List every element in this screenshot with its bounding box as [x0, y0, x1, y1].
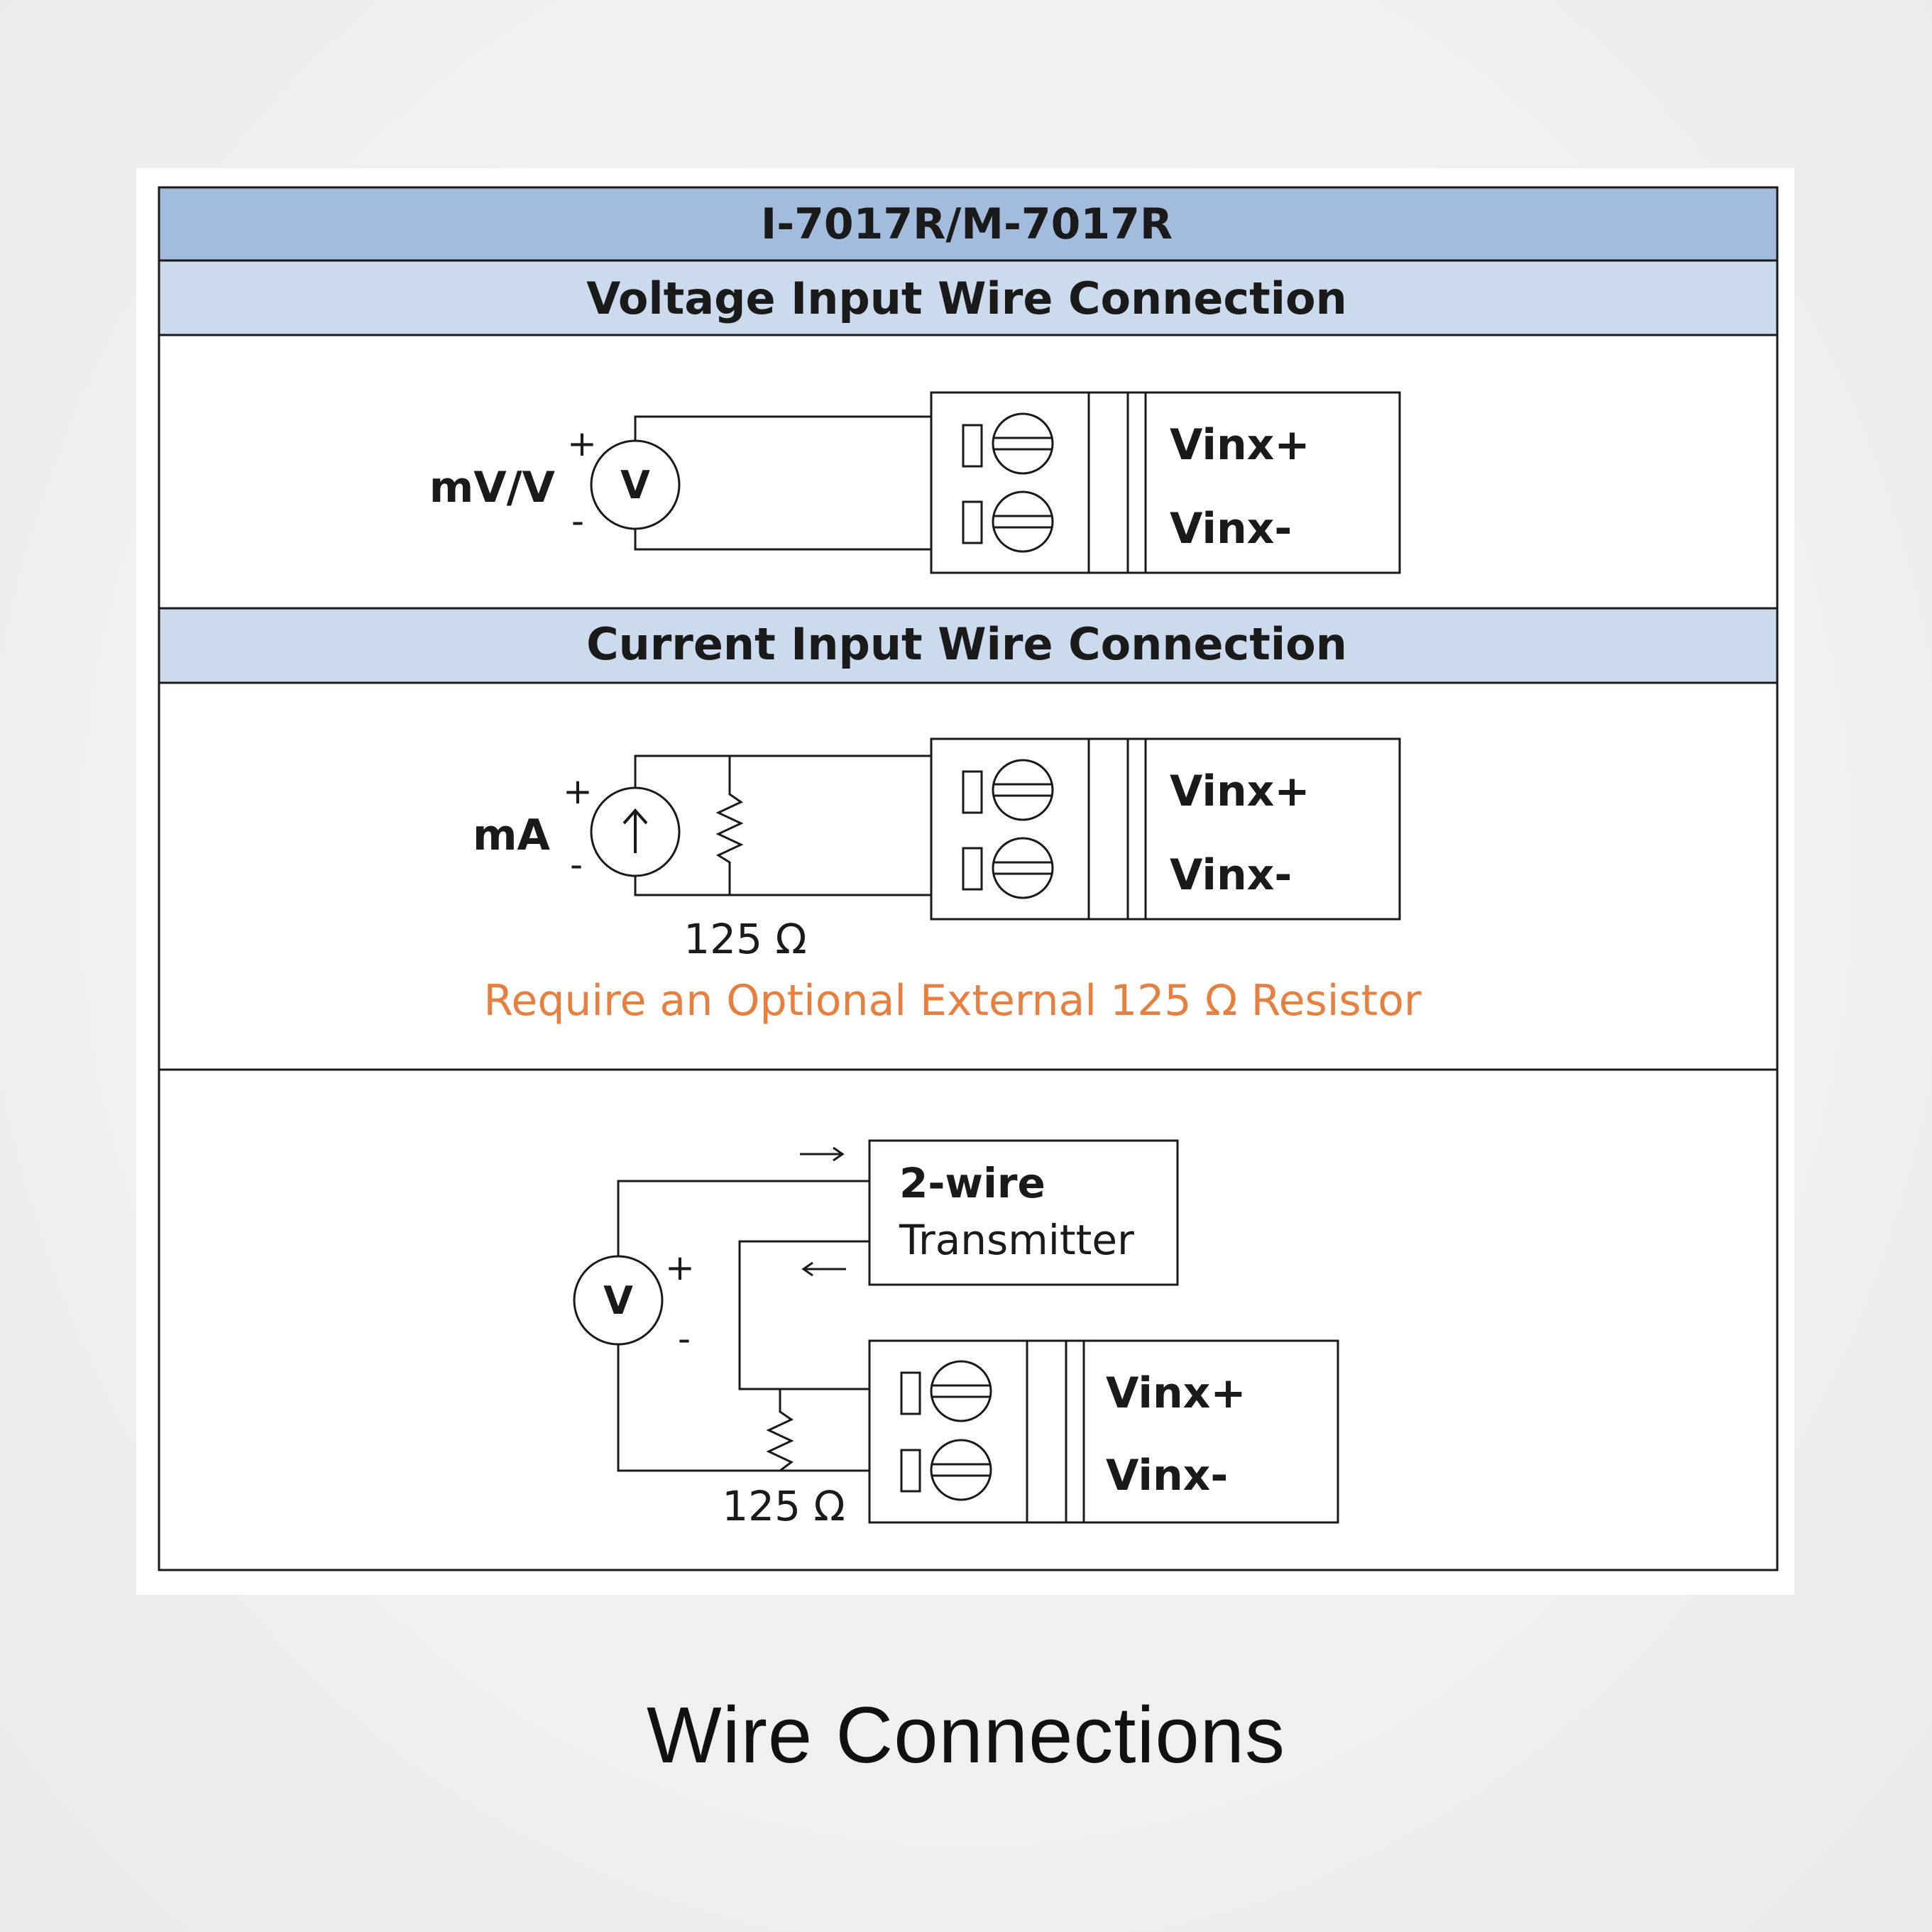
- terminal-slot-icon: [900, 1449, 921, 1493]
- arrow-right-icon: [800, 1146, 845, 1162]
- transmitter-voltmeter-symbol: V: [603, 1278, 633, 1323]
- voltage-circuit: V + - mV/V Vinx+ Vinx-: [429, 391, 1401, 574]
- screw-icon: [930, 1439, 992, 1501]
- current-resistor-label: 125 Ω: [684, 915, 806, 963]
- arrow-left-icon: [801, 1261, 846, 1277]
- terminal-slot-icon: [962, 847, 983, 891]
- transmitter-plus-sign: +: [665, 1247, 695, 1288]
- screw-icon: [992, 837, 1054, 899]
- resistor-note: Require an Optional External 125 Ω Resis…: [483, 976, 1422, 1026]
- current-terminal-block: Vinx+ Vinx-: [930, 737, 1401, 921]
- wire-connection-diagram: I-7017R/M-7017R Voltage Input Wire Conne…: [158, 186, 1779, 1571]
- transmitter-label-line2: Transmitter: [899, 1216, 1134, 1264]
- screw-icon: [930, 1360, 992, 1422]
- voltmeter-symbol: V: [620, 463, 650, 507]
- terminal-vinx-minus: Vinx-: [1170, 850, 1292, 900]
- voltmeter-icon: [573, 1255, 664, 1346]
- table-grid: [158, 186, 1779, 1571]
- title-band: [159, 187, 1777, 260]
- terminal-vinx-plus: Vinx+: [1170, 420, 1310, 470]
- terminal-vinx-plus: Vinx+: [1106, 1368, 1246, 1418]
- transmitter-circuit: V + - 2-wire Transmitter 125 Ω Vinx+ V: [573, 1139, 1339, 1530]
- voltmeter-icon: [590, 439, 681, 530]
- transmitter-terminal-block: Vinx+ Vinx-: [868, 1339, 1339, 1524]
- resistor-icon: [715, 756, 744, 895]
- resistor-icon: [766, 1389, 794, 1472]
- current-minus-sign: -: [570, 844, 583, 885]
- screw-icon: [992, 412, 1054, 475]
- transmitter-label-line1: 2-wire: [899, 1159, 1045, 1207]
- transmitter-wires: [617, 1180, 869, 1472]
- terminal-slot-icon: [900, 1371, 921, 1415]
- terminal-vinx-minus: Vinx-: [1170, 504, 1292, 554]
- voltage-source-label: mV/V: [429, 463, 556, 512]
- voltage-header-band: [159, 260, 1777, 335]
- terminal-vinx-plus: Vinx+: [1170, 767, 1310, 816]
- current-source-label: mA: [473, 811, 551, 860]
- current-wires: [634, 754, 931, 896]
- current-plus-sign: +: [563, 771, 593, 812]
- voltage-terminal-block: Vinx+ Vinx-: [930, 391, 1401, 574]
- voltage-plus-sign: +: [567, 423, 597, 464]
- screw-icon: [992, 759, 1054, 821]
- table-title: I-7017R/M-7017R: [761, 199, 1173, 249]
- terminal-slot-icon: [962, 500, 983, 544]
- current-header-band: [159, 608, 1777, 683]
- diagram-card: I-7017R/M-7017R Voltage Input Wire Conne…: [136, 168, 1794, 1595]
- arrow-up-icon: [622, 808, 648, 853]
- terminal-slot-icon: [962, 770, 983, 814]
- screw-icon: [992, 490, 1054, 553]
- caption: Wire Connections: [647, 1691, 1285, 1779]
- terminal-vinx-minus: Vinx-: [1106, 1451, 1228, 1500]
- terminal-slot-icon: [962, 424, 983, 468]
- voltage-minus-sign: -: [571, 500, 584, 542]
- transmitter-resistor-label: 125 Ω: [722, 1482, 845, 1530]
- voltage-section-header: Voltage Input Wire Connection: [586, 273, 1347, 324]
- current-section-header: Current Input Wire Connection: [586, 618, 1347, 670]
- current-circuit: + - mA 125 Ω Require an Optional Externa…: [473, 737, 1422, 1026]
- two-wire-transmitter: 2-wire Transmitter: [868, 1139, 1179, 1286]
- transmitter-minus-sign: -: [678, 1318, 691, 1359]
